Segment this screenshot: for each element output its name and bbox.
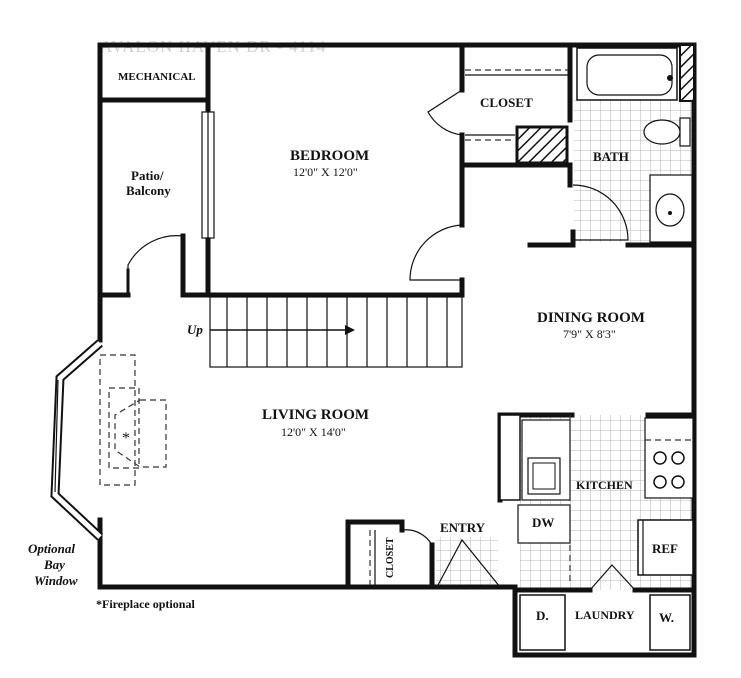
living-label: LIVING ROOM [262, 407, 369, 423]
closet-shelving [465, 69, 568, 141]
fireplace-marker: * [122, 430, 130, 447]
closet-top-label: CLOSET [480, 95, 533, 110]
entry-closet-label: CLOSET [385, 537, 396, 578]
bath-chase [679, 44, 695, 102]
bay-window [50, 339, 104, 541]
staircase [209, 296, 463, 368]
laundry-fixtures [519, 594, 691, 651]
bay-window-label-line1: Optional [28, 541, 75, 556]
dining-label: DINING ROOM [537, 310, 645, 326]
fireplace-outline: * [99, 354, 167, 486]
entry-closet [369, 530, 376, 585]
laundry-label: LAUNDRY [575, 608, 635, 622]
fireplace-note: *Fireplace optional [96, 597, 195, 611]
mechanical-chase [515, 125, 569, 165]
patio-label-line1: Patio/ [131, 168, 164, 183]
kitchen-fixtures [499, 414, 694, 585]
bay-window-label-line2: Bay [43, 557, 65, 572]
living-size: 12'0" X 14'0" [281, 425, 346, 439]
patio-label-line2: Balcony [126, 183, 171, 198]
dining-size: 7'9" X 8'3" [563, 327, 616, 341]
bath-fixtures [576, 47, 693, 243]
dw-label: DW [532, 515, 554, 530]
doors [126, 89, 636, 591]
stairs-up-label: Up [187, 322, 203, 337]
bedroom-size: 12'0" X 12'0" [293, 165, 358, 179]
mechanical-label: MECHANICAL [118, 71, 196, 83]
interior-walls [97, 42, 697, 593]
dryer-label: D. [536, 608, 549, 623]
kitchen-label: KITCHEN [576, 478, 633, 492]
entry-label: ENTRY [440, 520, 486, 535]
ref-label: REF [652, 541, 678, 556]
washer-label: W. [659, 610, 674, 625]
bath-label: BATH [593, 149, 629, 164]
exterior-walls [97, 42, 697, 658]
bay-window-label-line3: Window [34, 573, 78, 588]
entry-floor-tile [436, 537, 498, 587]
bedroom-label: BEDROOM [290, 148, 369, 164]
